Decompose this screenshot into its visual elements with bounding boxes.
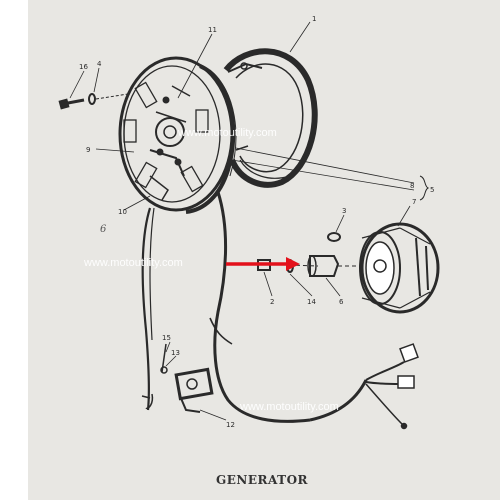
watermark-top: www.motoutility.com (177, 127, 277, 139)
part-labels: 1 11 16 4 9 8 5 7 3 10 2 14 6 15 13 12 (79, 15, 434, 429)
label-1: 1 (312, 15, 316, 23)
watermarks: www.motoutility.com www.motoutility.com … (83, 127, 339, 413)
page-margin-left (0, 0, 28, 500)
bracket-brace (419, 175, 430, 201)
label-3: 3 (342, 207, 346, 215)
woodruff-key (327, 232, 341, 242)
label-10: 10 (118, 208, 127, 216)
highlight-arrow (226, 257, 300, 271)
label-13: 13 (171, 349, 180, 357)
watermark-bottom: www.motoutility.com (239, 401, 339, 413)
watermark-middle: www.motoutility.com (83, 257, 183, 269)
terminal-block (174, 367, 214, 413)
label-7: 7 (412, 198, 416, 206)
label-4: 4 (97, 60, 102, 68)
label-9: 9 (86, 146, 90, 154)
handwritten-note: 6 (100, 224, 107, 235)
small-fasteners (141, 343, 168, 410)
label-16: 16 (79, 63, 88, 71)
label-8: 8 (410, 182, 414, 190)
label-14: 14 (307, 298, 316, 306)
paper-background (28, 0, 500, 500)
label-2: 2 (270, 298, 274, 306)
diagram-caption: GENERATOR (216, 473, 309, 487)
rotor (359, 222, 440, 314)
stator-plate (118, 56, 237, 214)
label-11: 11 (208, 26, 217, 34)
label-12: 12 (226, 421, 235, 429)
label-15: 15 (162, 334, 171, 342)
label-6: 6 (339, 298, 344, 306)
leader-lines (69, 21, 415, 421)
label-5: 5 (430, 186, 434, 194)
mounting-screw (58, 93, 129, 110)
housing-cover (223, 48, 318, 188)
wiring-harness (141, 191, 405, 425)
wire-connectors (397, 343, 419, 430)
